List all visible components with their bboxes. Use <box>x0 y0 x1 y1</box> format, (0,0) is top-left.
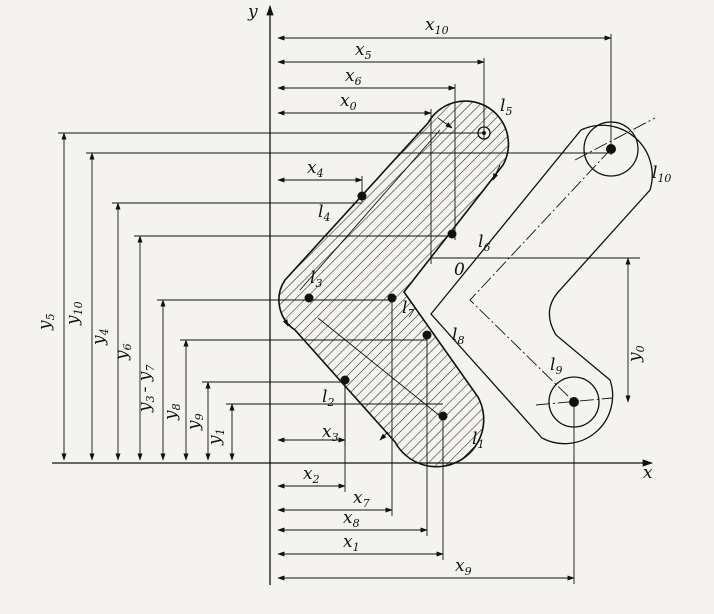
hatched-body <box>278 100 510 468</box>
l3-label: l3 <box>310 268 322 290</box>
l2-label: l2 <box>322 387 334 409</box>
x3-label: x3 <box>322 422 339 444</box>
point-l5 <box>482 131 486 135</box>
y0-label: y0 <box>625 345 647 363</box>
l9-label: l9 <box>550 355 562 377</box>
dimension-lines <box>58 34 640 584</box>
point-l7 <box>387 293 397 303</box>
point-l8 <box>422 330 432 340</box>
point-l3 <box>304 293 314 303</box>
point-l6 <box>447 229 457 239</box>
point-l4 <box>357 191 367 201</box>
l1-label: l1 <box>472 429 484 451</box>
x7-label: x7 <box>353 488 370 510</box>
point-l1 <box>438 411 448 421</box>
x6-label: x6 <box>345 66 362 88</box>
x2-label: x2 <box>303 464 320 486</box>
l5-label: l5 <box>500 96 512 118</box>
x5-label: x5 <box>355 40 372 62</box>
l10-label: l10 <box>652 163 671 185</box>
y1-label: y1 <box>205 428 227 446</box>
l7-label: l7 <box>402 298 414 320</box>
y6-label: y6 <box>112 343 134 361</box>
x4-label: x4 <box>307 158 324 180</box>
x-axis-label: x <box>643 463 653 483</box>
y-axis-label: y <box>247 2 258 22</box>
y8-label: y8 <box>161 403 183 421</box>
motion-arrow <box>282 315 289 327</box>
point-l9 <box>572 400 576 404</box>
x10-label: x10 <box>425 15 449 37</box>
origin-label: 0 <box>454 260 465 280</box>
point-l2 <box>340 375 350 385</box>
x0-label: x0 <box>340 91 357 113</box>
y3y7-label: y3- y7 <box>135 365 157 413</box>
reference-points <box>304 131 613 421</box>
motion-arrow <box>379 431 389 441</box>
motion-arrow <box>492 164 501 181</box>
l4-label: l4 <box>318 202 330 224</box>
x9-label: x9 <box>455 556 472 578</box>
x8-label: x8 <box>343 508 360 530</box>
axes: y x 0 <box>52 2 654 585</box>
point-l10 <box>609 147 613 151</box>
y10-label: y10 <box>63 301 85 326</box>
y5-label: y5 <box>35 313 57 331</box>
l8-label: l8 <box>452 325 464 347</box>
x1-label: x1 <box>343 532 360 554</box>
y4-label: y4 <box>89 328 111 346</box>
motion-arrow <box>437 117 453 129</box>
y9-label: y9 <box>184 413 206 431</box>
l6-label: l6 <box>478 232 490 254</box>
